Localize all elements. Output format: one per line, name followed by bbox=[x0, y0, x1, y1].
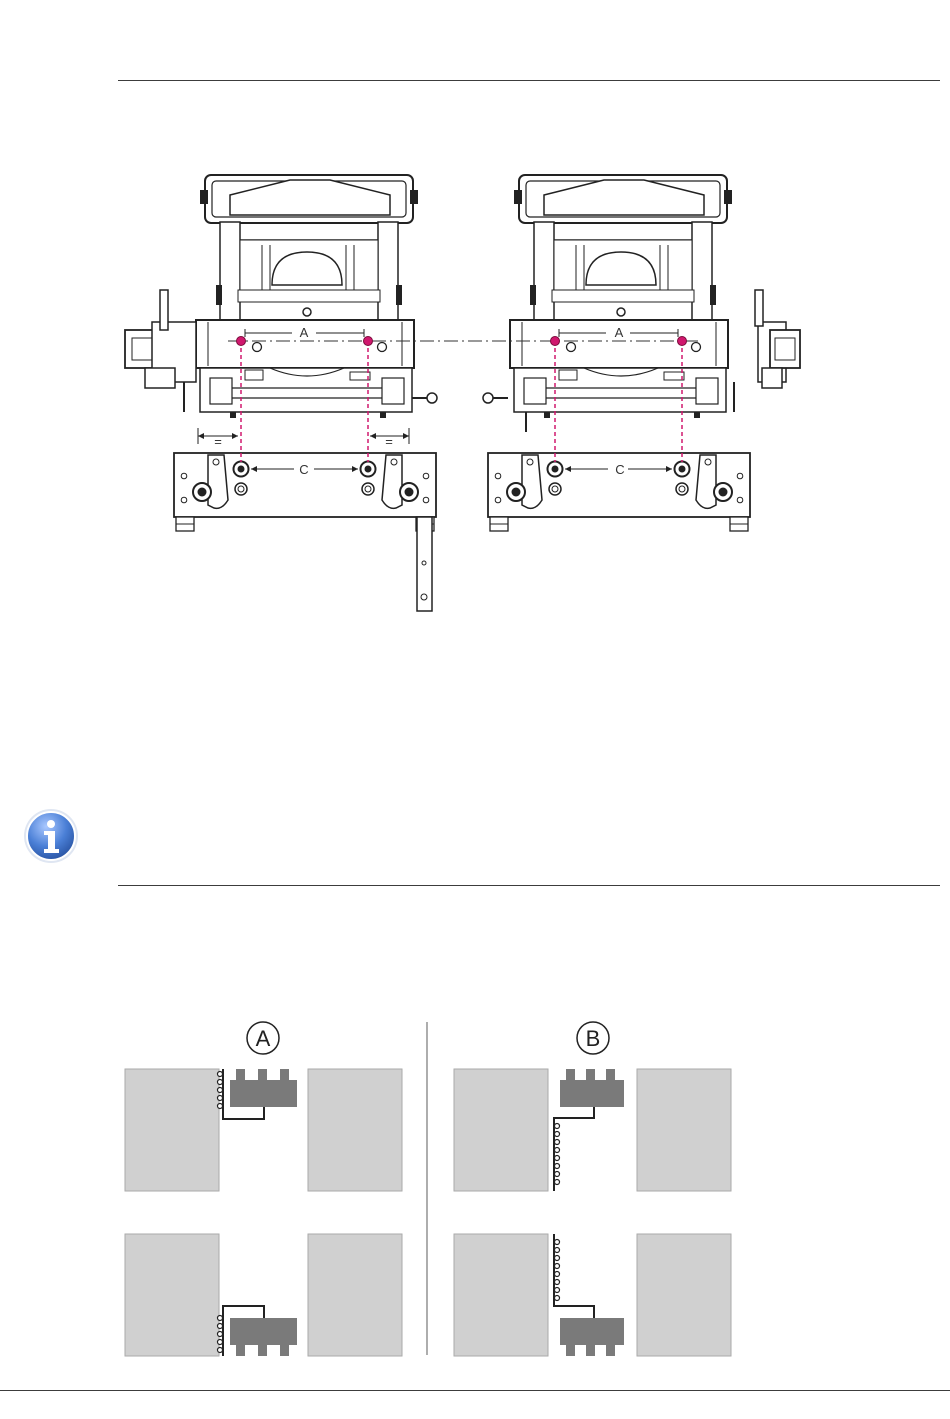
carriage-a-top bbox=[223, 1069, 297, 1119]
equal-mark-left: = bbox=[214, 434, 222, 449]
label-c-right: C bbox=[615, 462, 624, 477]
label-b: B bbox=[586, 1026, 601, 1051]
label-a: A bbox=[256, 1026, 271, 1051]
section-rule bbox=[118, 885, 940, 886]
carriage-b-bottom bbox=[554, 1234, 624, 1356]
left-unit-drawing bbox=[196, 175, 418, 418]
left-hanging-bar bbox=[417, 517, 432, 611]
label-b-circle: B bbox=[577, 1022, 609, 1054]
panels bbox=[125, 1069, 731, 1356]
equal-mark-right: = bbox=[385, 434, 393, 449]
right-unit-drawing bbox=[510, 175, 732, 418]
label-c-left: C bbox=[299, 462, 308, 477]
equal-offset-right: = bbox=[370, 428, 409, 449]
label-a-circle: A bbox=[247, 1022, 279, 1054]
bottom-rule bbox=[0, 1390, 950, 1391]
routing-figure: A B bbox=[0, 1010, 950, 1370]
label-a-right: A bbox=[615, 325, 624, 340]
cable-loops-b-top bbox=[555, 1124, 560, 1185]
equal-offset-left: = bbox=[198, 428, 238, 449]
label-a-left: A bbox=[300, 325, 309, 340]
carriage-b-top bbox=[554, 1069, 624, 1191]
info-icon bbox=[22, 807, 80, 865]
mounting-figure: A A C C = = bbox=[0, 0, 950, 640]
left-side-pin bbox=[412, 393, 437, 403]
cable-loops-b-bottom bbox=[555, 1240, 560, 1301]
left-side-bracket bbox=[125, 290, 196, 412]
carriage-a-bottom bbox=[223, 1306, 297, 1356]
right-side-bracket bbox=[734, 290, 800, 412]
